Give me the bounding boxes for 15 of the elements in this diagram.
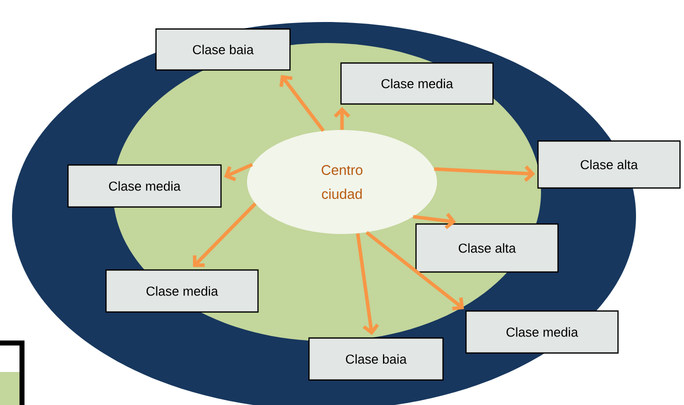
arrow	[434, 165, 535, 182]
class-box: Clase alta	[537, 140, 681, 189]
class-box: Clase baia	[155, 28, 291, 71]
arrow	[192, 202, 257, 267]
class-box: Clase alta	[415, 223, 559, 273]
class-box: Clase media	[340, 62, 494, 105]
class-box: Clase baia	[308, 337, 444, 381]
arrow	[366, 231, 464, 310]
class-box: Clase media	[105, 269, 259, 313]
arrow	[224, 162, 253, 182]
arrow	[356, 233, 380, 335]
class-box: Clase media	[67, 164, 222, 208]
arrow	[279, 75, 325, 132]
class-box: Clase media	[465, 310, 619, 354]
arrow	[334, 107, 350, 130]
